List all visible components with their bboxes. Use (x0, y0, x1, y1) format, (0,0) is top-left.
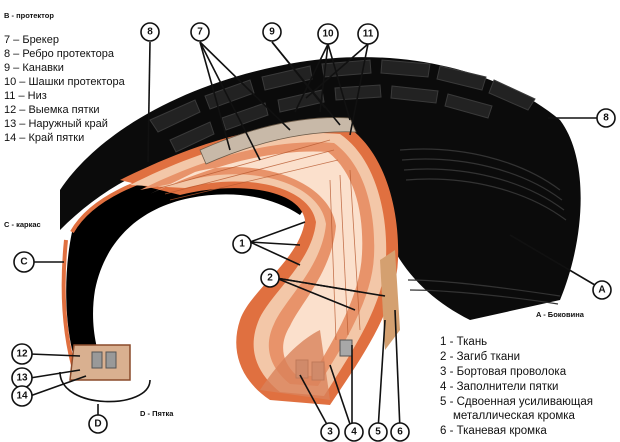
legend-item: 8 – Ребро протектора (4, 48, 115, 60)
section-label-C: C - каркас (4, 220, 41, 229)
section-label-A: A - Боковина (536, 310, 585, 319)
callout-8-right: 8 (596, 108, 616, 128)
section-label-B: B - протектор (4, 11, 54, 20)
svg-text:D: D (94, 419, 101, 430)
legend-item: 6 - Тканевая кромка (440, 425, 547, 437)
callout-10: 10 (317, 23, 339, 45)
svg-text:2: 2 (267, 273, 273, 284)
legend-bottom: 1 - Ткань 2 - Загиб ткани 3 - Бортовая п… (440, 336, 593, 437)
legend-top: 7 – Брекер 8 – Ребро протектора 9 – Кана… (4, 34, 126, 144)
svg-text:5: 5 (375, 427, 381, 438)
cut-section-layers (120, 117, 400, 406)
svg-text:10: 10 (322, 29, 334, 40)
svg-text:3: 3 (327, 427, 333, 438)
legend-item: 7 – Брекер (4, 34, 59, 46)
svg-text:4: 4 (351, 427, 357, 438)
legend-item: 2 - Загиб ткани (440, 351, 520, 363)
legend-item: 14 – Край пятки (4, 132, 84, 144)
svg-text:6: 6 (397, 427, 403, 438)
legend-item: 10 – Шашки протектора (4, 76, 126, 88)
svg-text:7: 7 (197, 27, 203, 38)
callout-13: 13 (11, 367, 33, 389)
svg-text:14: 14 (16, 391, 28, 402)
svg-text:9: 9 (269, 27, 275, 38)
callout-12: 12 (11, 343, 33, 365)
callout-C: C (13, 251, 35, 273)
legend-item: 9 – Канавки (4, 62, 64, 74)
svg-text:12: 12 (16, 349, 28, 360)
legend-item: 13 – Наружный край (4, 118, 108, 130)
svg-text:13: 13 (16, 373, 28, 384)
callouts: 7 8 9 10 11 8 A C 1 2 3 4 5 6 12 13 14 D (11, 22, 616, 442)
svg-text:A: A (598, 285, 605, 296)
callout-1: 1 (232, 234, 252, 254)
legend-item: 12 – Выемка пятки (4, 104, 100, 116)
callout-11: 11 (357, 23, 379, 45)
breaker-belts (199, 117, 357, 165)
svg-text:8: 8 (603, 113, 609, 124)
legend-item: 4 - Заполнители пятки (440, 381, 558, 393)
callout-8-top: 8 (140, 22, 160, 42)
callout-D: D (88, 414, 108, 434)
callout-5: 5 (368, 422, 388, 442)
svg-text:11: 11 (363, 29, 374, 40)
legend-item: металлическая кромка (453, 410, 576, 422)
callout-A: A (592, 280, 612, 300)
svg-text:C: C (20, 257, 27, 268)
shoulder-ribs (399, 148, 567, 305)
tire-inner-cavity (66, 166, 310, 375)
tire-tread-body (60, 57, 581, 321)
legend-item: 5 - Сдвоенная усиливающая (440, 396, 593, 408)
callout-2: 2 (260, 268, 280, 288)
svg-text:1: 1 (239, 239, 245, 250)
legend-item: 3 - Бортовая проволока (440, 366, 567, 378)
callout-9: 9 (262, 22, 282, 42)
svg-text:8: 8 (147, 27, 153, 38)
section-label-D: D - Пятка (140, 409, 174, 418)
legend-item: 11 – Низ (4, 90, 47, 102)
callout-7: 7 (190, 22, 210, 42)
callout-3: 3 (320, 422, 340, 442)
callout-4: 4 (344, 422, 364, 442)
leader-lines (29, 41, 601, 431)
legend-item: 1 - Ткань (440, 336, 487, 348)
callout-14: 14 (11, 385, 33, 407)
tread-blocks (149, 59, 536, 153)
tire-illustration (60, 57, 581, 406)
callout-6: 6 (390, 422, 410, 442)
